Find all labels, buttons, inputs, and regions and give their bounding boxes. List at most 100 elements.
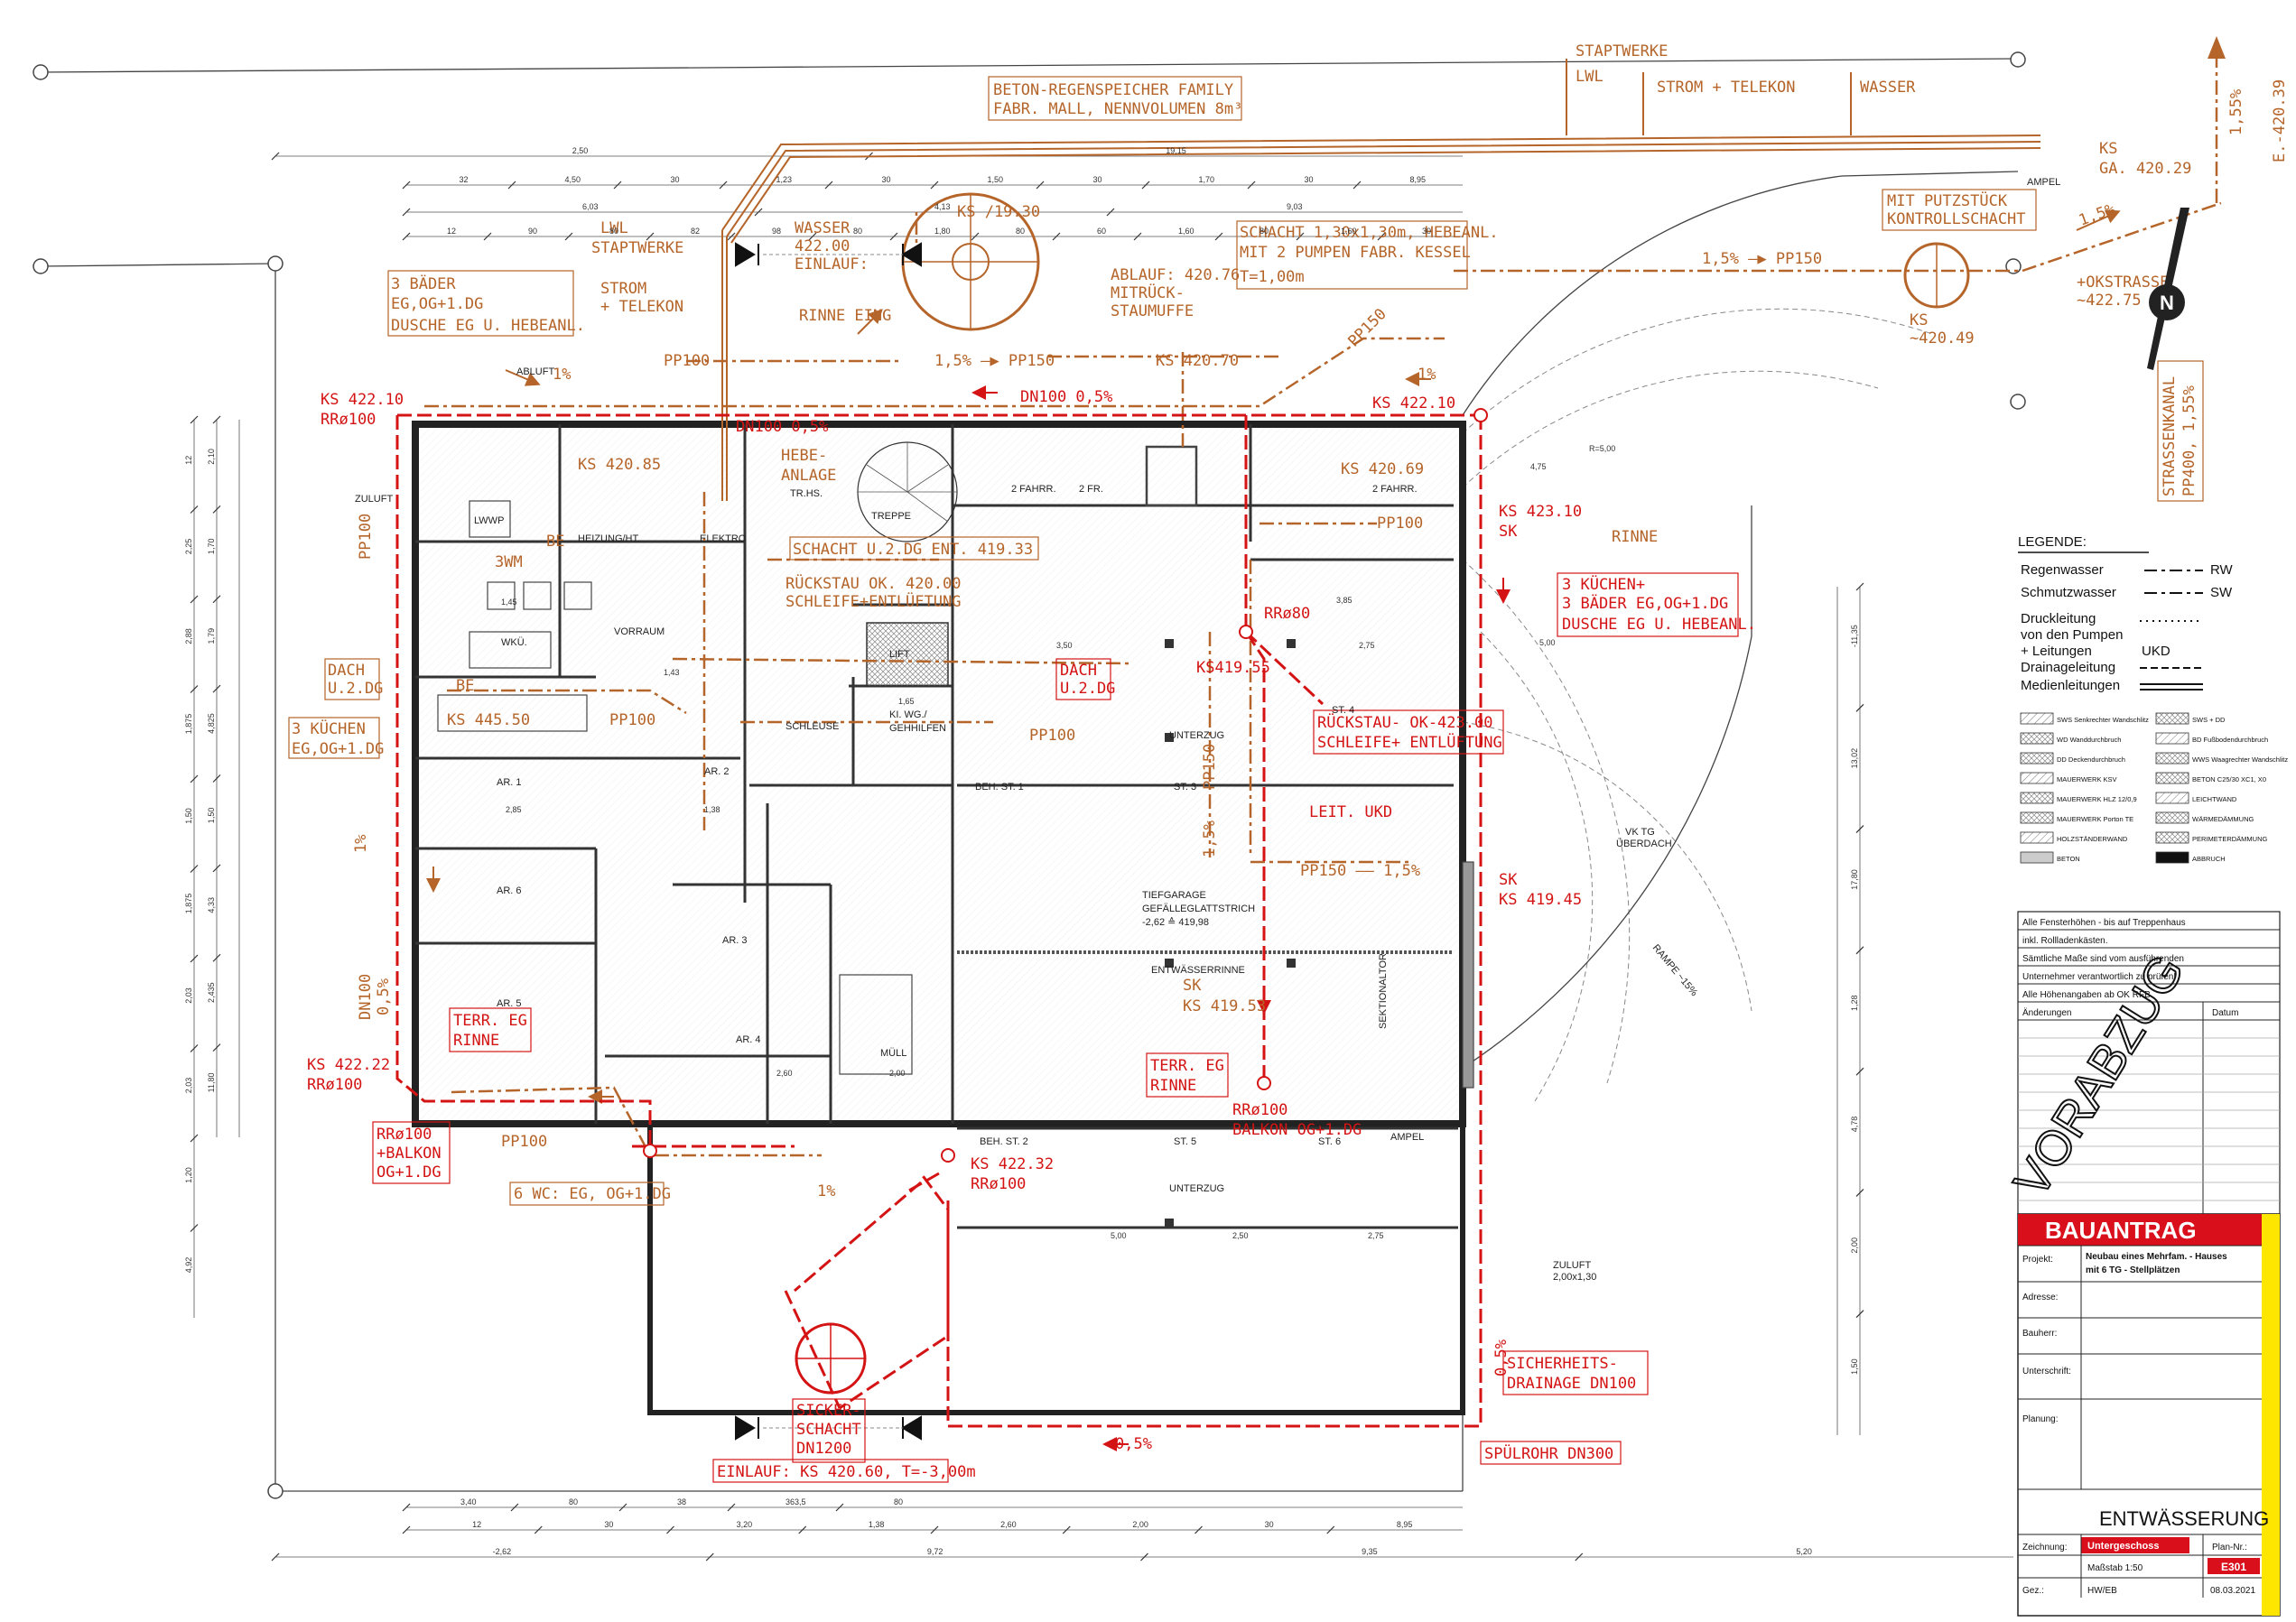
title-adresse: Adresse: [2022,1293,2058,1302]
room-tiefgarage3: -2,62 ≙ 419,98 [1142,917,1209,928]
dimension-left-3: 1,875 [184,714,193,735]
label-baeder-3: DUSCHE EG U. HEBEANL. [391,317,585,335]
label-rr100-balkon-c2: BALKON OG+1.DG [1232,1121,1362,1139]
room-ampel: AMPEL [1390,1132,1424,1143]
legend-swatch-1 [2155,712,2189,725]
legend-entry-15: ABBRUCH [2192,855,2226,863]
title-gez: HW/EB [2087,1586,2117,1596]
note-5: Alle Höhenangaben ab OK RFB [2022,990,2151,1000]
label-rr100-a: RRø100 [321,411,376,429]
label-ks-42085: KS 420.85 [578,456,661,474]
label-pct-15-vert: 1,5% [1201,820,1219,857]
title-plan-nr-label: Plan-Nr.: [2212,1543,2247,1552]
dimension-misc-8: 2,75 [1359,641,1375,650]
dimension-top_row4-3: 82 [691,227,700,236]
title-zeichnung-label: Zeichnung: [2022,1543,2067,1552]
lift-shaft [866,622,949,687]
room-fahrr-3: 2 FAHRR. [1372,484,1418,495]
title-block: BAUANTRAG Projekt: Neubau eines Mehrfam.… [2017,1213,2281,1617]
label-sk-41945-2: KS 419.45 [1499,891,1582,909]
dimension-top_row4-5: 80 [853,227,862,236]
legend-entry-2: WD Wanddurchbruch [2057,736,2121,744]
label-ks-42222: KS 422.22 [307,1056,390,1074]
legend-swatch-14 [2020,851,2054,864]
label-ks-44550: KS 445.50 [447,711,530,729]
label-regenspeicher-1: BETON-REGENSPEICHER FAMILY [993,81,1233,99]
dimension-left2-5: 4,33 [207,897,216,913]
label-rinne: RINNE [1612,528,1658,546]
title-massstab: Maßstab 1:50 [2087,1563,2143,1573]
valve-symbols [735,242,922,1441]
title-datum: 08.03.2021 [2210,1586,2255,1596]
legend-swatch-5 [2155,752,2189,765]
title-gez-label: Gez.: [2022,1586,2044,1596]
room-gehhilfen: GEHHILFEN [889,723,946,734]
label-sicher-1: SICHERHEITS- [1507,1355,1618,1373]
label-sk-41945-1: SK [1499,871,1518,889]
label-terr-1: TERR. EG [453,1012,527,1030]
dimension-misc-5: 5,00 [1111,1231,1127,1240]
room-st5: ST. 5 [1174,1136,1196,1147]
dimension-right-4: 4,78 [1850,1117,1859,1133]
label-telekon2: + TELEKON [600,298,683,316]
dimension-top_row2-2: 30 [671,175,680,184]
dimension-bottom_row2-6: 30 [1265,1520,1274,1529]
dimension-top_row4-0: 12 [447,227,456,236]
label-ks-ga: KS [2099,140,2117,158]
dimension-bottom_row3-1: 9,72 [927,1547,943,1556]
label-ks-42210-r: KS 422.10 [1372,394,1455,412]
dimension-left-1: 2,25 [184,539,193,555]
label-ablauf-2: MITRÜCK- [1111,283,1185,302]
dimension-top_row4-2: 80 [609,227,618,236]
room-fahrr-1: 2 FAHRR. [1011,484,1056,495]
legend-swatch-12 [2020,831,2054,844]
label-rr100-balkon-2: +BALKON [376,1145,442,1163]
room-lwwp: LWWP [474,515,504,526]
dimension-top_row4-4: 98 [772,227,781,236]
room-abluft: ABLUFT [516,366,554,377]
dimension-bottom_row1-4: 80 [894,1497,903,1506]
grid-points [33,51,2026,1499]
label-pp100-r: PP100 [1377,514,1423,533]
room-treppe: TREPPE [871,511,911,522]
label-strassenkanal-1: STRASSENKANAL [2161,376,2179,496]
room-beh-st1: BEH. ST. 1 [975,782,1024,792]
north-symbol: N [2147,208,2189,370]
legend-entry-1: SWS + DD [2192,716,2226,724]
seepage-shaft [795,1322,867,1395]
label-wasser2: WASSER [795,219,851,237]
dimension-ticks [190,152,1864,1562]
flow-arrows-brown [426,209,2121,1104]
title-planung: Planung: [2022,1414,2058,1424]
legend-swatch-10 [2020,811,2054,824]
legend-swatch-8 [2020,792,2054,804]
legend-entry-6: MAUERWERK KSV [2057,775,2117,783]
dimension-left2-6: 2,435 [207,982,216,1003]
dimension-top_row2-0: 32 [460,175,469,184]
label-terr-2: RINNE [453,1032,499,1050]
room-ar4: AR. 4 [736,1034,761,1045]
dimension-misc-1: R=5,00 [1589,444,1615,453]
legend-sw-code: SW [2210,585,2233,600]
label-strom2: STROM [600,280,646,298]
building-outline [412,421,1466,1415]
dimension-misc-4: 3,50 [1056,641,1073,650]
dimension-left2-4: 1,50 [207,808,216,824]
dimension-top_row1-0: 2,50 [572,146,589,155]
flow-arrows-red [971,385,1511,1451]
room-vktg: VK TG [1625,827,1655,838]
note-2: inkl. Rollladenkästen. [2022,936,2108,946]
dimension-top_row2-3: 1,23 [776,175,793,184]
dimension-bottom_row1-1: 80 [569,1497,578,1506]
legend-drainage: Drainageleitung [2021,660,2115,675]
legend-entry-13: PERIMETERDÄMMUNG [2192,835,2268,843]
label-ks-42049b: ~420.49 [1910,329,1975,348]
label-pct-1-left: 1% [553,366,571,384]
legend-entry-11: WÄRMEDÄMMUNG [2192,815,2254,823]
interior-walls [415,424,1458,1229]
label-baeder-1: 3 BÄDER [391,274,456,293]
label-dach-1: DACH [328,662,365,680]
dimension-misc-12: 2,00 [889,1069,906,1078]
room-beh-st2: BEH. ST. 2 [980,1136,1028,1147]
label-terr-c1: TERR. EG [1150,1057,1224,1075]
